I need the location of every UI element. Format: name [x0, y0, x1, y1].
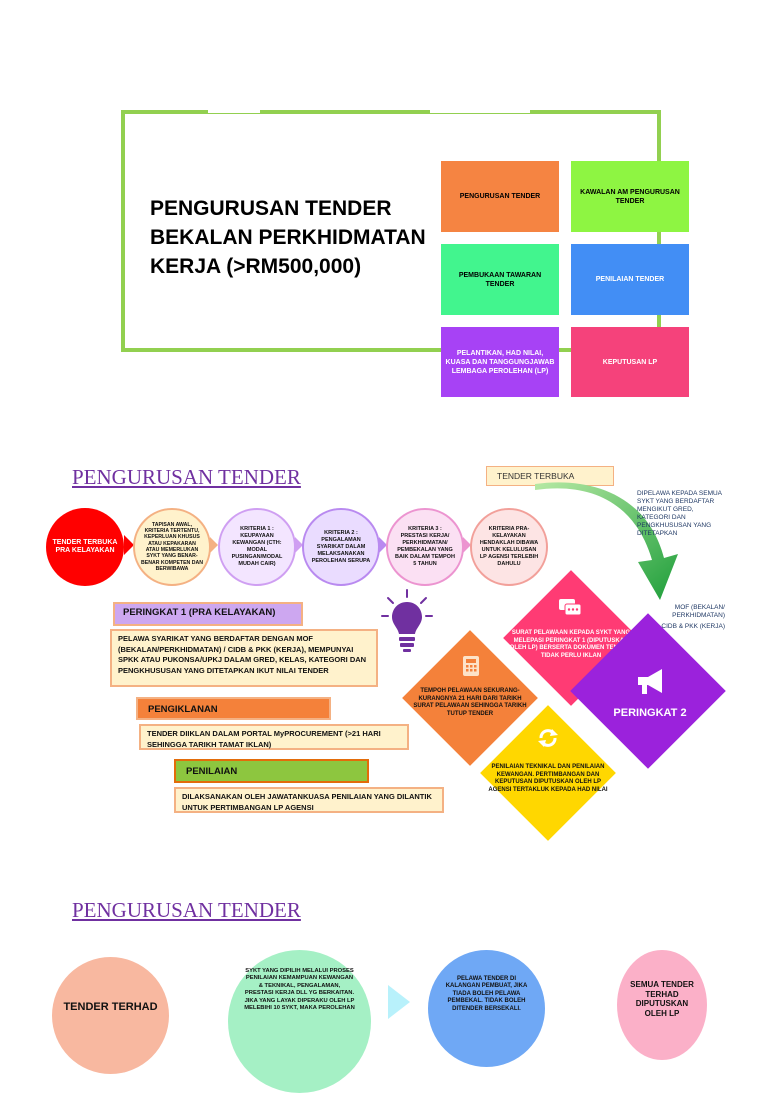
arrow-right-icon [388, 985, 410, 1019]
megaphone-icon [638, 669, 662, 694]
circle-tender-terbuka-pra: TENDER TERBUKA PRA KELAYAKAN [46, 508, 124, 586]
arrow-tip [463, 537, 471, 553]
cidb-note: CIDB & PKK (KERJA) [661, 623, 725, 630]
arrow-tip [295, 537, 303, 553]
frame-gap [430, 107, 530, 113]
section-title: PENGURUSAN TENDER [72, 465, 301, 489]
circle-kriteria-1: KRITERIA 1 : KEUPAYAAN KEWANGAN (CTH: MO… [218, 508, 296, 586]
pengiklanan-text: TENDER DIIKLAN DALAM PORTAL MyPROCUREMEN… [139, 724, 409, 750]
arrow-tip [210, 537, 218, 553]
arrow-tip [379, 537, 387, 553]
curved-arrow-icon [535, 482, 678, 600]
circle-kriteria-2: KRITERIA 2 : PENGALAMAN SYARIKAT DALAM M… [302, 508, 380, 586]
refresh-icon [538, 729, 558, 747]
tile-penilaian-tender[interactable]: PENILAIAN TENDER [571, 244, 689, 315]
peringkat1-text: PELAWA SYARIKAT YANG BERDAFTAR DENGAN MO… [110, 629, 378, 687]
penilaian-label: PENILAIAN [174, 759, 369, 783]
tile-kawalan-am[interactable]: KAWALAN AM PENGURUSAN TENDER [571, 161, 689, 232]
circle-pelawa-tender: PELAWA TENDER DI KALANGAN PEMBUAT, JIKA … [428, 950, 545, 1067]
penilaian-text: DILAKSANAKAN OLEH JAWATANKUASA PENILAIAN… [174, 787, 444, 813]
tile-pelantikan[interactable]: PELANTIKAN, HAD NILAI, KUASA DAN TANGGUN… [441, 327, 559, 397]
chat-bubble-icon [559, 599, 582, 616]
tile-keputusan-lp[interactable]: KEPUTUSAN LP [571, 327, 689, 397]
circle-sykt-dipilih: SYKT YANG DIPILIH MELALUI PROSES PENILAI… [228, 950, 371, 1093]
calculator-icon [463, 656, 479, 676]
dipelawa-note: DIPELAWA KEPADA SEMUA SYKT YANG BERDAFTA… [637, 490, 722, 537]
tile-pembukaan-tawaran[interactable]: PEMBUKAAN TAWARAN TENDER [441, 244, 559, 315]
frame-gap [208, 107, 260, 113]
circle-tender-terhad: TENDER TERHAD [52, 957, 169, 1074]
diamond-yellow-text: PENILAIAN TEKNIKAL DAN PENILAIAN KEWANGA… [488, 764, 608, 793]
circle-kriteria-3: KRITERIA 3 : PRESTASI KERJA/ PERKHIDMATA… [386, 508, 464, 586]
circle-semua-tender: SEMUA TENDER TERHAD DIPUTUSKAN OLEH LP [617, 950, 707, 1060]
tile-pengurusan-tender[interactable]: PENGURUSAN TENDER [441, 161, 559, 232]
peringkat2-label: PERINGKAT 2 [613, 707, 687, 720]
pengiklanan-label: PENGIKLANAN [136, 697, 331, 720]
arrow-tip [124, 535, 134, 555]
circle-tapisan-awal: TAPISAN AWAL, KRITERIA TERTENTU, KEPERLU… [133, 508, 211, 586]
diamond-pink-text: SURAT PELAWAAN KEPADA SYKT YANG MELEPASI… [509, 630, 633, 659]
page-title: PENGURUSAN TENDER BEKALAN PERKHIDMATAN K… [150, 197, 426, 278]
mof-note: MOF (BEKALAN/ PERKHIDMATAN) [672, 604, 725, 619]
circle-kriteria-pra: KRITERIA PRA-KELAYAKAN HENDAKLAH DIBAWA … [470, 508, 548, 586]
section-title-3: PENGURUSAN TENDER [72, 898, 301, 922]
peringkat1-label: PERINGKAT 1 (PRA KELAYAKAN) [113, 602, 303, 626]
lightbulb-icon [381, 589, 433, 652]
diamond-orange-text: TEMPOH PELAWAAN SEKURANG-KURANGNYA 21 HA… [413, 688, 527, 717]
